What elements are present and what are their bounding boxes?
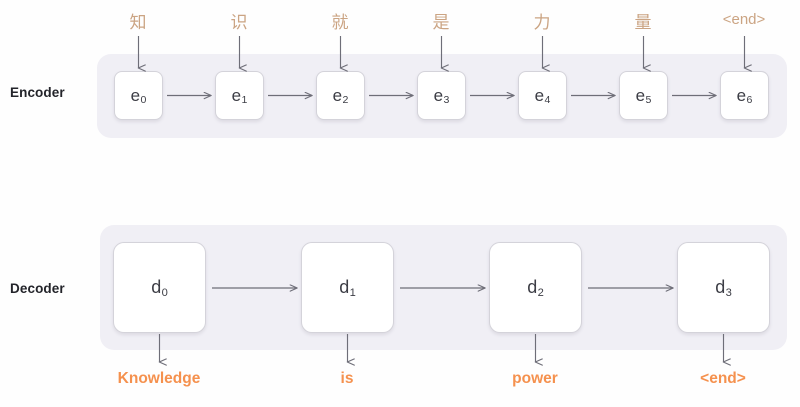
input-token-0: 知 [129,13,147,33]
encoder-cell-0-label: e0 [130,86,147,107]
input-token-4: 力 [533,13,551,33]
encoder-cell-4-label: e4 [534,86,551,107]
output-token-3: <end> [700,370,746,387]
encoder-cell-0[interactable]: e0 [114,71,163,120]
decoder-cell-0[interactable]: d0 [113,242,206,333]
decoder-cell-1-label: d1 [339,277,356,299]
decoder-cell-1[interactable]: d1 [301,242,394,333]
encoder-row-label: Encoder [10,85,65,100]
encoder-cell-2[interactable]: e2 [316,71,365,120]
encoder-cell-4[interactable]: e4 [518,71,567,120]
encoder-cell-5[interactable]: e5 [619,71,668,120]
input-token-1: 识 [230,13,248,33]
decoder-cell-3[interactable]: d3 [677,242,770,333]
input-token-6: <end> [722,11,766,28]
output-token-2: power [512,370,558,387]
output-token-1: is [340,370,354,387]
encoder-cell-5-label: e5 [635,86,652,107]
encoder-cell-6-label: e6 [736,86,753,107]
encoder-cell-2-label: e2 [332,86,349,107]
decoder-cell-2[interactable]: d2 [489,242,582,333]
input-token-2: 就 [331,13,349,33]
encoder-cell-3-label: e3 [433,86,450,107]
decoder-row-label: Decoder [10,281,65,296]
decoder-cell-0-label: d0 [151,277,168,299]
encoder-cell-1[interactable]: e1 [215,71,264,120]
input-token-5: 量 [634,13,652,33]
encoder-cell-3[interactable]: e3 [417,71,466,120]
decoder-cell-3-label: d3 [715,277,732,299]
encoder-cell-1-label: e1 [231,86,248,107]
output-token-0: Knowledge [117,370,201,387]
encoder-cell-6[interactable]: e6 [720,71,769,120]
input-token-3: 是 [432,13,450,33]
decoder-cell-2-label: d2 [527,277,544,299]
